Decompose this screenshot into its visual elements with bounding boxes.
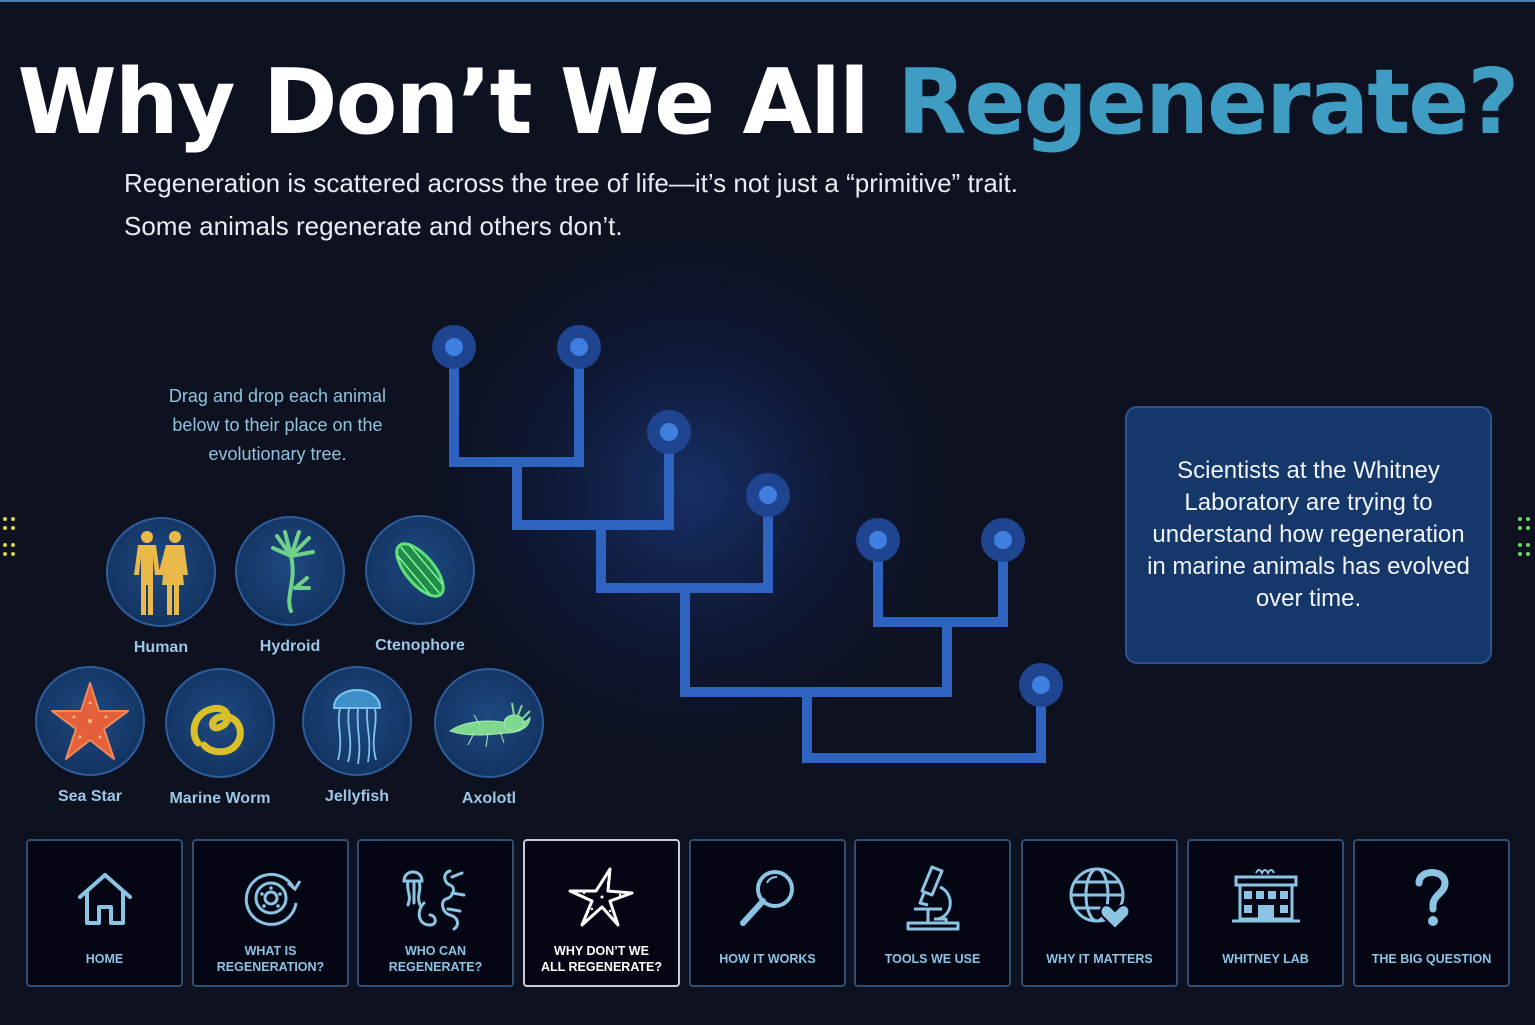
drop-target-1[interactable] — [432, 325, 476, 369]
drop-targets — [432, 325, 1063, 707]
animal-jellyfish[interactable]: Jellyfish — [287, 666, 427, 806]
nav-label: WHY DON’T WE ALL REGENERATE? — [540, 944, 663, 974]
nav-label: WHO CAN REGENERATE? — [388, 944, 483, 974]
building-icon — [1189, 863, 1342, 933]
animal-ctenophore-token[interactable] — [365, 515, 475, 625]
subtitle: Regeneration is scattered across the tre… — [124, 162, 1018, 248]
left-edge-handle[interactable] — [3, 517, 17, 556]
tree-branch-2 — [512, 432, 674, 530]
nav-label: WHY IT MATTERS — [1046, 952, 1153, 966]
drop-target-4[interactable] — [746, 473, 790, 517]
nav-tools-we-use-button[interactable]: TOOLS WE USE — [854, 839, 1011, 987]
nav-how-it-works-button[interactable]: HOW IT WORKS — [689, 839, 846, 987]
animal-label: Sea Star — [57, 788, 123, 805]
home-icon — [28, 863, 181, 933]
nav-what-is-regeneration-button[interactable]: WHAT IS REGENERATION? — [192, 839, 349, 987]
tree-branch-5 — [680, 588, 952, 697]
nav-label: HOW IT WORKS — [719, 952, 816, 966]
tree-branch-6 — [802, 685, 1046, 763]
drop-target-2[interactable] — [557, 325, 601, 369]
animal-jellyfish-token[interactable] — [302, 666, 412, 776]
title-part-white: Why Don’t We All — [17, 50, 870, 155]
nav-who-can-regenerate-button[interactable]: WHO CAN REGENERATE? — [357, 839, 514, 987]
marine-animals-icon — [359, 863, 512, 933]
animal-axolotl[interactable]: Axolotl — [419, 668, 559, 808]
drop-target-5[interactable] — [856, 518, 900, 562]
animal-human[interactable]: Human — [91, 517, 231, 657]
animal-label: Ctenophore — [375, 637, 465, 654]
animal-label: Hydroid — [259, 638, 321, 655]
tree-branch-4 — [873, 540, 1008, 627]
jellyfish-icon — [332, 689, 382, 765]
animal-human-token[interactable] — [106, 517, 216, 627]
animal-sea-star[interactable]: Sea Star — [20, 666, 160, 806]
nav-whitney-lab-button[interactable]: WHITNEY LAB — [1187, 839, 1344, 987]
nav-label: WHITNEY LAB — [1222, 952, 1309, 966]
tree-branch-3 — [596, 495, 773, 593]
subtitle-line-1: Regeneration is scattered across the tre… — [124, 168, 1019, 198]
animal-label: Marine Worm — [169, 790, 271, 807]
drop-target-7[interactable] — [1019, 663, 1063, 707]
sea-star-icon — [51, 682, 129, 760]
animal-hydroid-token[interactable] — [235, 516, 345, 626]
regeneration-cycle-icon — [194, 863, 347, 933]
nav-why-dont-we-all-regenerate-button[interactable]: WHY DON’T WE ALL REGENERATE? — [523, 839, 680, 987]
tree-branch-1 — [449, 347, 584, 467]
nav-label: THE BIG QUESTION — [1371, 952, 1492, 966]
animal-hydroid[interactable]: Hydroid — [220, 516, 360, 656]
starfish-icon — [525, 863, 678, 933]
title-part-blue: Regenerate? — [897, 50, 1519, 155]
animal-axolotl-token[interactable] — [434, 668, 544, 778]
axolotl-icon — [448, 702, 531, 748]
drag-instructions: Drag and drop each animal below to their… — [168, 386, 387, 464]
animal-ctenophore[interactable]: Ctenophore — [350, 515, 490, 655]
nav-home-button[interactable]: HOME — [26, 839, 183, 987]
nav-label: TOOLS WE USE — [884, 952, 981, 966]
nav-the-big-question-button[interactable]: THE BIG QUESTION — [1353, 839, 1510, 987]
globe-heart-icon — [1023, 863, 1176, 933]
animal-label: Jellyfish — [324, 788, 390, 805]
magnifier-icon — [691, 863, 844, 933]
human-couple-icon — [134, 531, 188, 615]
right-edge-handle[interactable] — [1518, 517, 1532, 556]
animal-label: Axolotl — [461, 790, 517, 807]
drop-target-3[interactable] — [647, 410, 691, 454]
animal-sea-star-token[interactable] — [35, 666, 145, 776]
animal-marine-worm-token[interactable] — [165, 668, 275, 778]
hydroid-icon — [271, 530, 315, 613]
nav-label: HOME — [85, 952, 124, 966]
tree-branches — [449, 347, 1046, 763]
subtitle-line-2: Some animals regenerate and others don’t… — [124, 211, 623, 241]
drop-target-6[interactable] — [981, 518, 1025, 562]
info-box: Scientists at the Whitney Laboratory are… — [1125, 406, 1492, 664]
microscope-icon — [856, 863, 1009, 933]
animal-marine-worm[interactable]: Marine Worm — [150, 668, 290, 808]
animal-label: Human — [133, 639, 189, 656]
nav-why-it-matters-button[interactable]: WHY IT MATTERS — [1021, 839, 1178, 987]
marine-worm-icon — [190, 704, 244, 756]
top-border-line — [0, 0, 1535, 2]
question-mark-icon — [1355, 863, 1508, 933]
page-title: Why Don’t We All Regenerate? — [0, 48, 1535, 158]
nav-label: WHAT IS REGENERATION? — [216, 944, 325, 974]
ctenophore-icon — [395, 542, 445, 598]
